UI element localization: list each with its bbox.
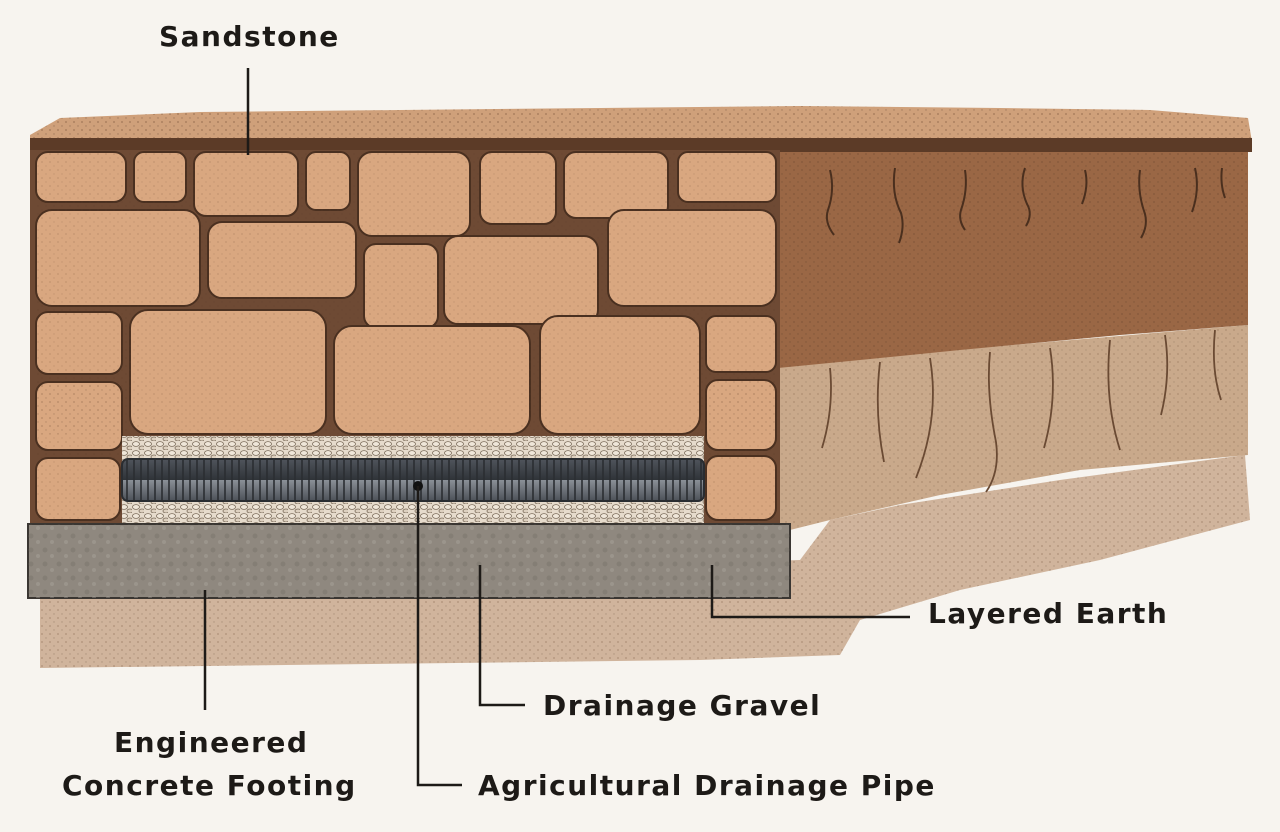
sandstone-texture	[36, 152, 776, 520]
leader-drainage-gravel	[478, 565, 525, 707]
label-sandstone: Sandstone	[159, 20, 340, 53]
roots-upper	[825, 167, 1226, 244]
earth-lower-texture	[778, 325, 1248, 530]
leader-layered-earth	[710, 565, 910, 619]
lower-soil-texture	[40, 455, 1250, 668]
footing-texture	[28, 524, 790, 598]
label-layered-earth: Layered Earth	[928, 597, 1169, 630]
label-drainage-pipe: Agricultural Drainage Pipe	[478, 769, 936, 802]
label-footing-line1: Engineered	[114, 726, 309, 759]
leader-lines	[203, 68, 910, 787]
topsoil-texture	[30, 106, 1252, 142]
topsoil-edge	[30, 138, 1252, 152]
label-drainage-gravel: Drainage Gravel	[543, 689, 822, 722]
drainage-pipe	[121, 458, 705, 502]
label-footing-line2: Concrete Footing	[62, 769, 357, 802]
earth-upper-texture	[778, 150, 1248, 368]
leader-drainage-pipe	[416, 486, 462, 787]
roots-lower	[821, 329, 1222, 493]
